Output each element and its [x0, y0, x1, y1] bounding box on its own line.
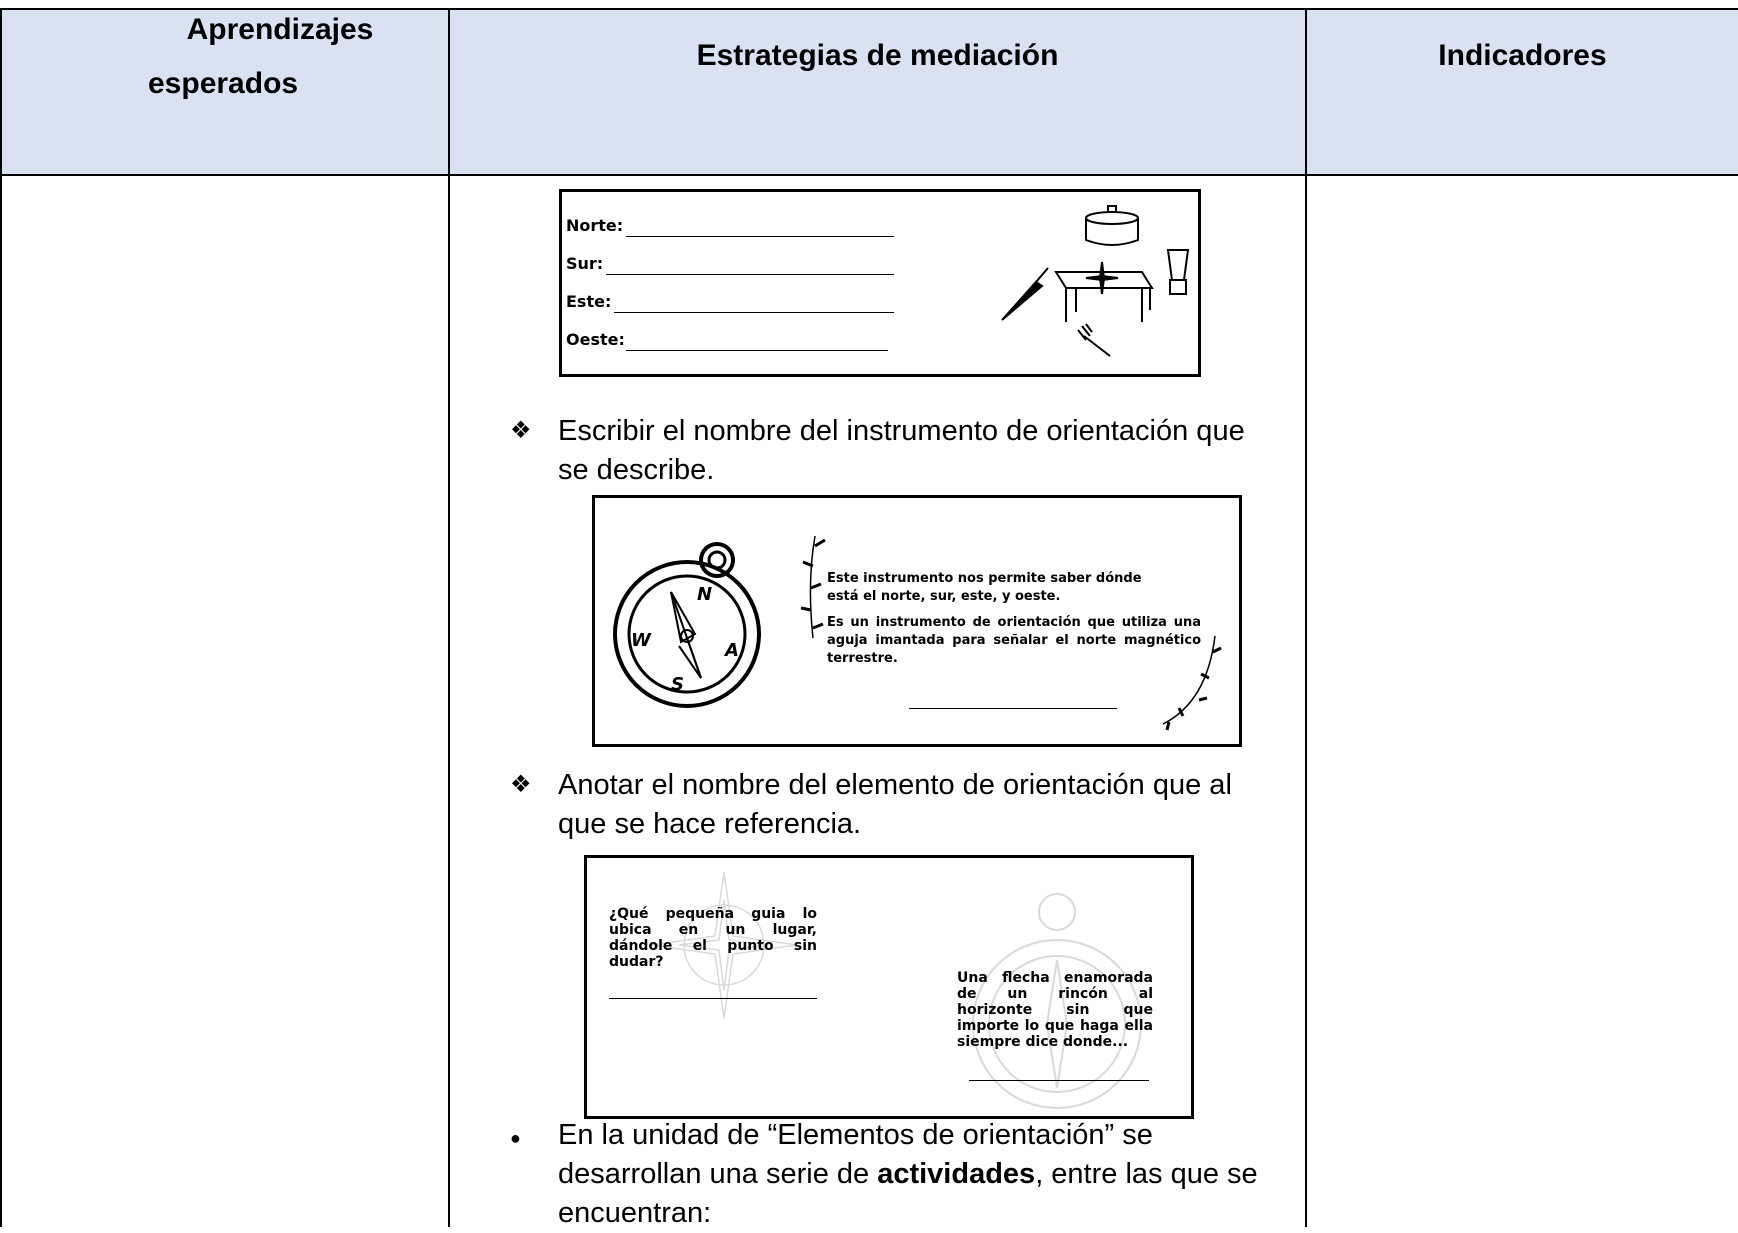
table-border-top [0, 8, 1738, 10]
compass-icon: N W A S [613, 542, 761, 708]
compass-letter-s: S [671, 674, 684, 695]
label-sur: Sur: [566, 254, 604, 273]
knife-icon [1001, 267, 1049, 321]
worksheet-compass-description: N W A S Este instrumento nos permite sab… [592, 495, 1242, 747]
answer-line [969, 1080, 1149, 1081]
bullet-icon: ● [510, 1128, 521, 1148]
answer-line [606, 274, 894, 275]
label-norte: Norte: [566, 216, 624, 235]
worksheet-riddles: ¿Qué pequeña guia lo ubica en un lugar, … [584, 855, 1194, 1119]
bullet-icon: ❖ [510, 771, 532, 798]
blender-icon [1166, 249, 1190, 295]
label-este: Este: [566, 292, 612, 311]
table-compass-icon [1054, 261, 1154, 322]
answer-line [626, 236, 894, 237]
compass-letter-a: A [723, 640, 739, 661]
answer-line [614, 312, 894, 313]
answer-line [909, 708, 1117, 709]
bullet-icon: ❖ [510, 417, 532, 444]
compass-letter-n: N [697, 584, 712, 605]
label-oeste: Oeste: [566, 330, 625, 349]
answer-line [609, 998, 817, 999]
pot-icon [1085, 205, 1139, 246]
instruction-1: Escribir el nombre del instrumento de or… [558, 415, 1245, 486]
kitchen-scene-illustration [1001, 205, 1190, 357]
leaf-branch-icon [800, 535, 826, 639]
description-1: Este instrumento nos permite saber dónde… [827, 571, 1142, 604]
column-divider-2 [1305, 8, 1307, 1227]
worksheet-cardinal-points: Norte: Sur: Este: Oeste: [559, 189, 1201, 377]
fork-icon [1077, 323, 1111, 357]
table-header-row [0, 8, 1738, 175]
compass-watermark-icon [972, 893, 1142, 1109]
instruction-3-part1: En la unidad de “Elementos de orientació… [558, 1119, 1153, 1190]
header-learning: Aprendizajes [130, 4, 430, 56]
header-strategies: Estrategias de mediación [696, 39, 1059, 72]
header-learning-line2: esperados [148, 67, 299, 100]
header-learning-line1: Aprendizajes [186, 13, 374, 46]
instruction-3: En la unidad de “Elementos de orientació… [558, 1116, 1298, 1233]
leaf-branch-icon [1162, 635, 1222, 731]
column-divider-1 [448, 8, 450, 1227]
answer-line [626, 350, 888, 351]
instruction-3-part2: , entre las que se encuentran: [558, 1158, 1258, 1229]
description-2: Es un instrumento de orientación que uti… [827, 615, 1201, 666]
riddle-1: ¿Qué pequeña guia lo ubica en un lugar, … [609, 906, 817, 970]
table-header-divider [0, 174, 1738, 176]
instruction-2: Anotar el nombre del elemento de orienta… [558, 769, 1232, 840]
compass-rose-watermark-icon [650, 871, 798, 1019]
header-indicators: Indicadores [1438, 39, 1607, 72]
compass-letter-w: W [631, 630, 652, 651]
riddle-2: Una flecha enamorada de un rincón al hor… [957, 970, 1153, 1050]
instruction-3-bold: actividades [877, 1158, 1036, 1190]
table-border-left [0, 8, 2, 1227]
header-learning-line2-wrap: esperados [148, 58, 299, 110]
